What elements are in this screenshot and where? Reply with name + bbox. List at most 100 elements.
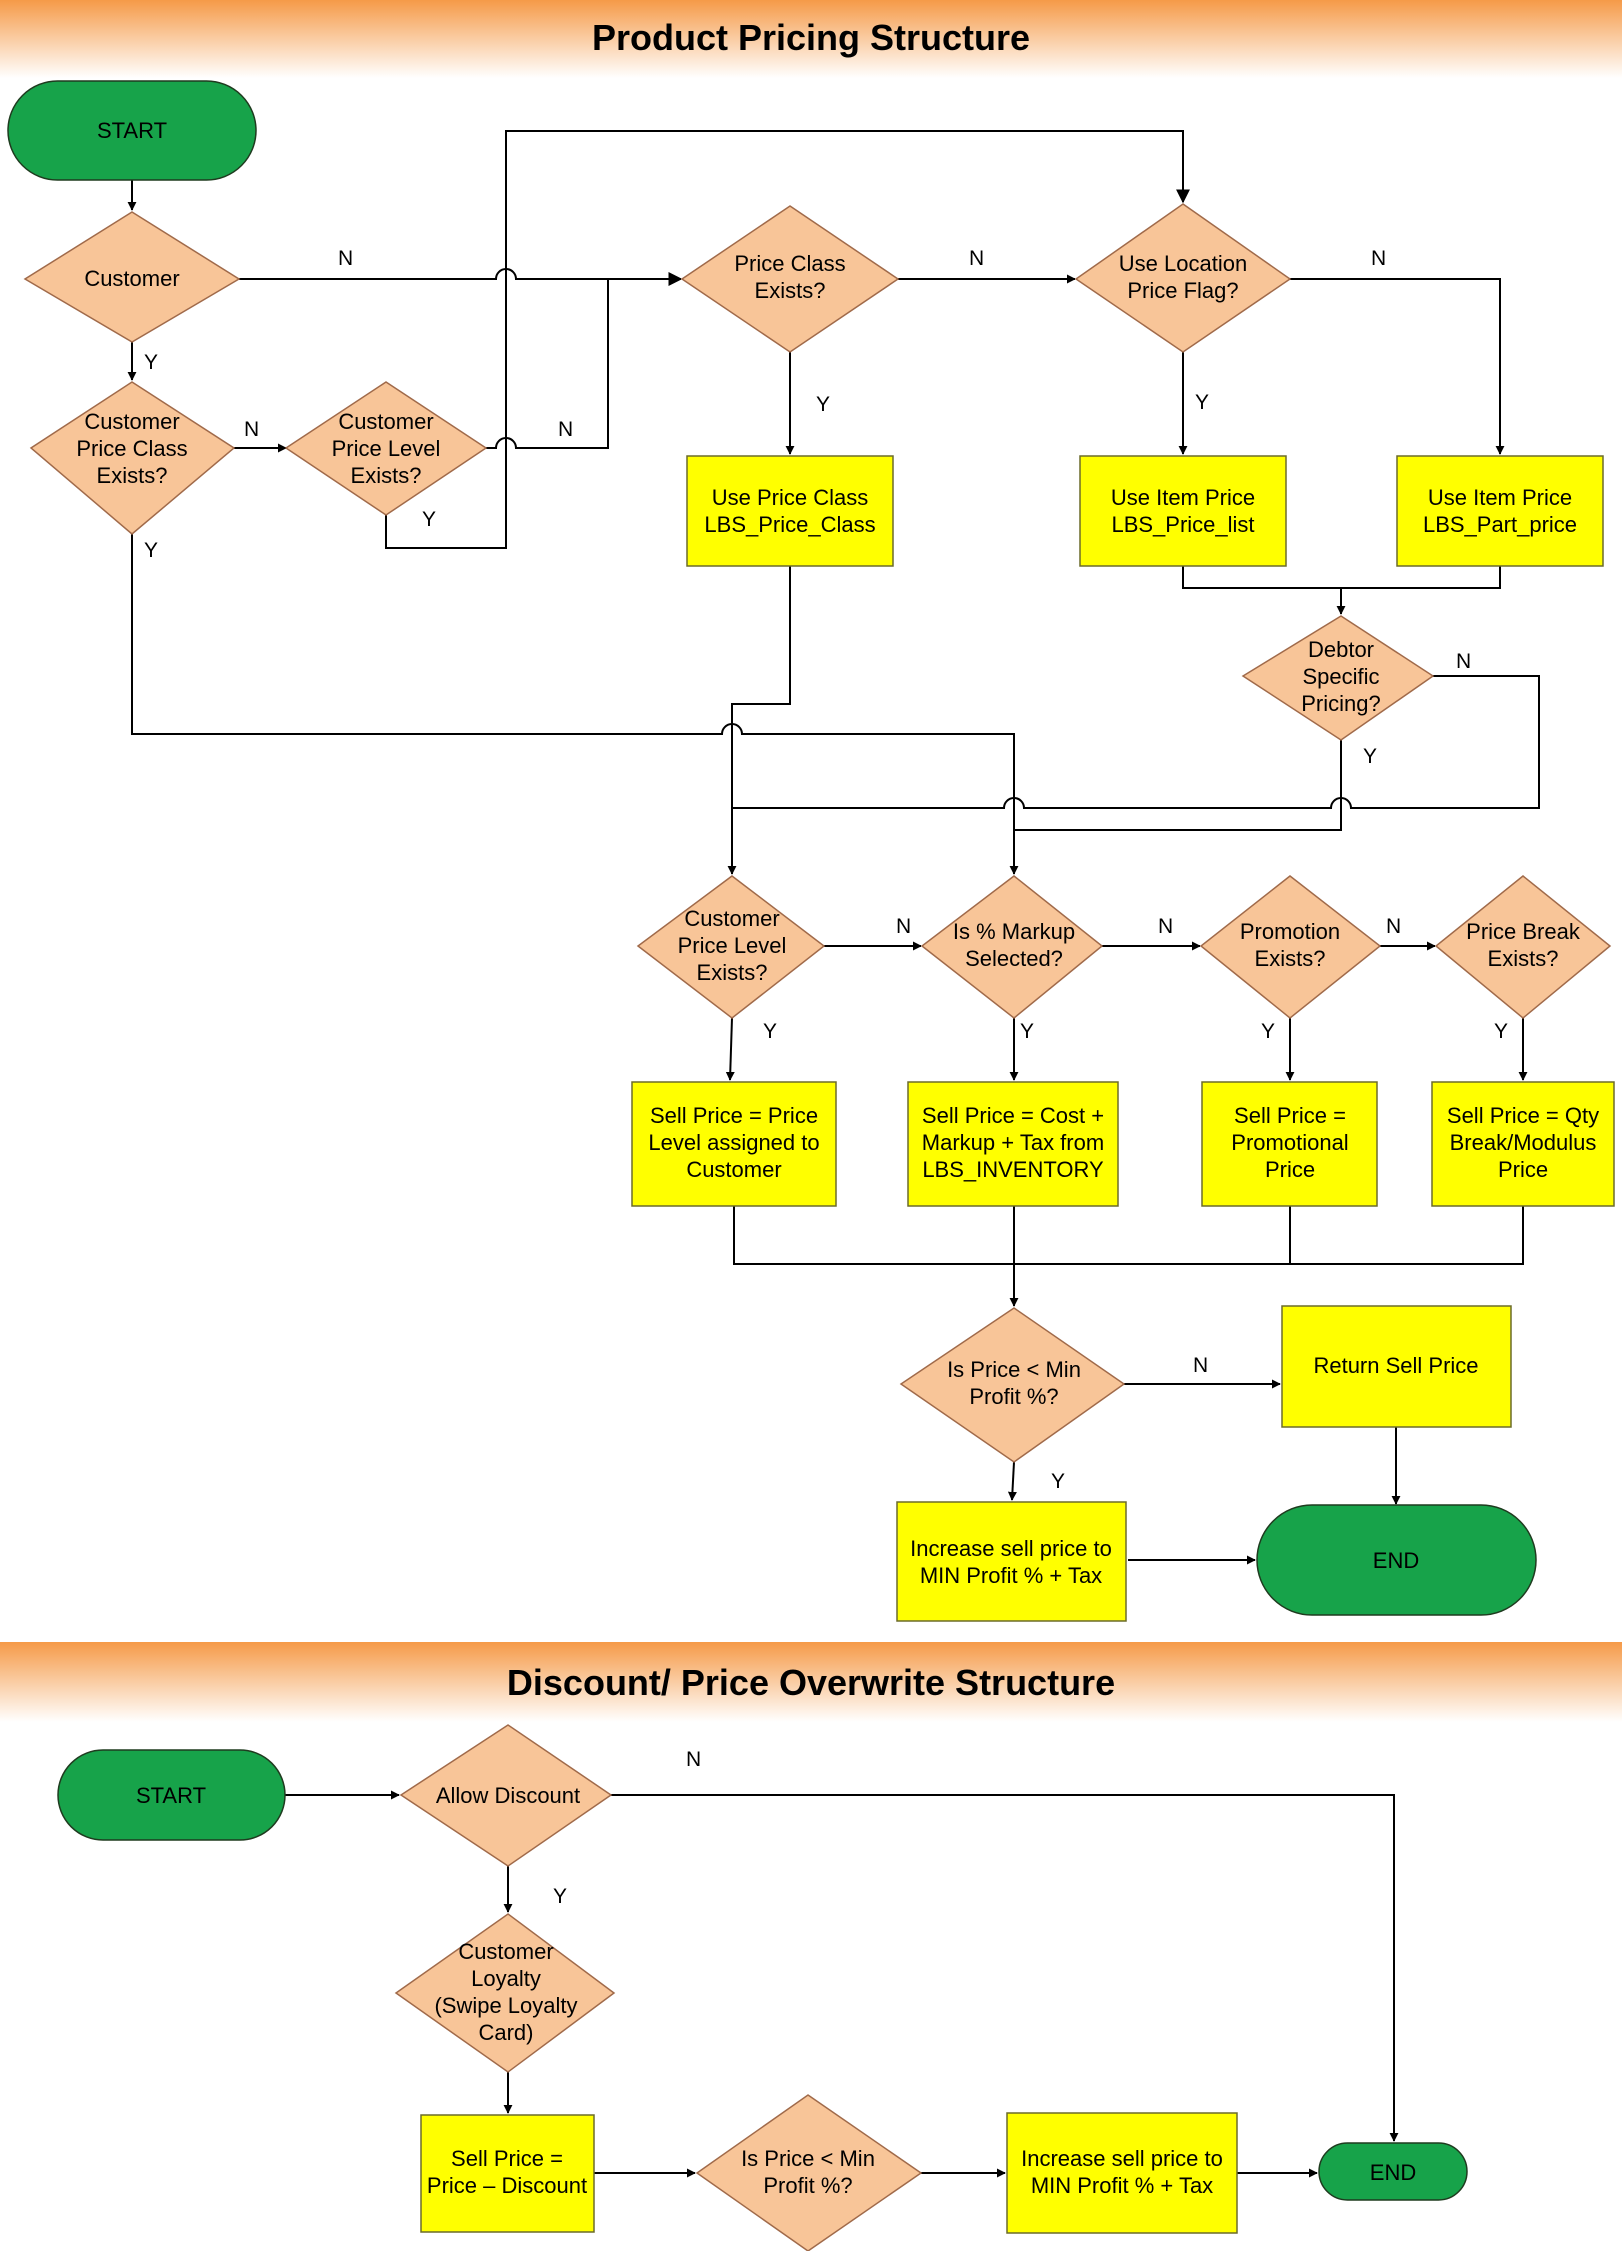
svg-text:Exists?: Exists? bbox=[1488, 946, 1559, 971]
svg-text:Increase sell price to: Increase sell price to bbox=[1021, 2146, 1223, 2171]
svg-text:Markup + Tax from: Markup + Tax from bbox=[922, 1130, 1104, 1155]
return-sell-price-process: Return Sell Price bbox=[1281, 1305, 1512, 1428]
markup-selected-decision: Is % Markup Selected? bbox=[920, 875, 1104, 1019]
svg-text:Price: Price bbox=[1265, 1157, 1315, 1182]
svg-text:Is Price < Min: Is Price < Min bbox=[741, 2146, 875, 2171]
section1-header-bar bbox=[0, 0, 1622, 78]
discount-min-profit-decision: Is Price < Min Profit %? bbox=[695, 2094, 923, 2251]
svg-text:MIN Profit % + Tax: MIN Profit % + Tax bbox=[920, 1563, 1102, 1588]
discount-increase-process: Increase sell price to MIN Profit % + Ta… bbox=[1006, 2112, 1238, 2234]
svg-text:START: START bbox=[97, 118, 167, 143]
promotion-exists-decision: Promotion Exists? bbox=[1199, 875, 1382, 1019]
svg-text:Y: Y bbox=[422, 508, 436, 531]
svg-text:Price Flag?: Price Flag? bbox=[1127, 278, 1238, 303]
allow-discount-decision: Allow Discount bbox=[399, 1724, 613, 1867]
svg-text:Increase sell price to: Increase sell price to bbox=[910, 1536, 1112, 1561]
svg-text:Pricing?: Pricing? bbox=[1301, 691, 1380, 716]
sell-price-markup-process: Sell Price = Cost + Markup + Tax from LB… bbox=[907, 1081, 1119, 1207]
svg-text:Profit %?: Profit %? bbox=[763, 2173, 852, 2198]
svg-text:Sell Price =: Sell Price = bbox=[1234, 1103, 1346, 1128]
customer-decision: Customer bbox=[23, 211, 241, 343]
svg-text:Exists?: Exists? bbox=[755, 278, 826, 303]
svg-text:Y: Y bbox=[816, 393, 830, 416]
svg-text:Y: Y bbox=[1261, 1020, 1275, 1043]
svg-text:Price Class: Price Class bbox=[76, 436, 187, 461]
min-profit-decision: Is Price < Min Profit %? bbox=[899, 1307, 1126, 1463]
start-terminal: START bbox=[7, 80, 257, 181]
svg-text:Price Level: Price Level bbox=[678, 933, 787, 958]
svg-text:Use Location: Use Location bbox=[1119, 251, 1247, 276]
sell-price-promotional-process: Sell Price = Promotional Price bbox=[1201, 1081, 1378, 1207]
svg-text:Price Class: Price Class bbox=[734, 251, 845, 276]
debtor-specific-pricing-decision: Debtor Specific Pricing? bbox=[1241, 615, 1435, 741]
svg-text:Y: Y bbox=[553, 1885, 567, 1908]
svg-text:Customer: Customer bbox=[338, 409, 433, 434]
svg-text:N: N bbox=[1386, 915, 1401, 938]
customer-loyalty-decision: Customer Loyalty (Swipe Loyalty Card) bbox=[394, 1913, 616, 2073]
end-terminal: END bbox=[1256, 1504, 1537, 1616]
svg-text:N: N bbox=[896, 915, 911, 938]
section2-title: Discount/ Price Overwrite Structure bbox=[507, 1662, 1115, 1703]
section2-branch-labels: N Y bbox=[553, 1748, 701, 1908]
svg-text:Customer: Customer bbox=[84, 409, 179, 434]
svg-text:Allow Discount: Allow Discount bbox=[436, 1783, 580, 1808]
svg-text:MIN Profit % + Tax: MIN Profit % + Tax bbox=[1031, 2173, 1213, 2198]
customer-price-class-exists-decision: Customer Price Class Exists? bbox=[29, 381, 236, 535]
svg-text:Use Price Class: Use Price Class bbox=[712, 485, 868, 510]
customer-price-level-exists-decision-top: Customer Price Level Exists? bbox=[284, 381, 488, 516]
section2-header-bar bbox=[0, 1642, 1622, 1722]
svg-text:Card): Card) bbox=[478, 2020, 533, 2045]
svg-text:Y: Y bbox=[1494, 1020, 1508, 1043]
svg-text:Is Price < Min: Is Price < Min bbox=[947, 1357, 1081, 1382]
svg-text:Price Level: Price Level bbox=[332, 436, 441, 461]
svg-text:Y: Y bbox=[1051, 1470, 1065, 1493]
svg-text:Selected?: Selected? bbox=[965, 946, 1063, 971]
svg-text:N: N bbox=[969, 247, 984, 270]
svg-text:Sell Price =: Sell Price = bbox=[451, 2146, 563, 2171]
section1-title: Product Pricing Structure bbox=[592, 17, 1030, 58]
customer-price-level-exists-decision: Customer Price Level Exists? bbox=[636, 875, 826, 1019]
svg-text:END: END bbox=[1373, 1548, 1419, 1573]
svg-text:Price Break: Price Break bbox=[1466, 919, 1581, 944]
sell-price-discount-process: Sell Price = Price – Discount bbox=[420, 2114, 595, 2233]
svg-text:Exists?: Exists? bbox=[1255, 946, 1326, 971]
svg-text:Is % Markup: Is % Markup bbox=[953, 919, 1075, 944]
svg-text:Debtor: Debtor bbox=[1308, 637, 1374, 662]
svg-text:Specific: Specific bbox=[1302, 664, 1379, 689]
svg-text:N: N bbox=[338, 247, 353, 270]
svg-text:LBS_Price_Class: LBS_Price_Class bbox=[704, 512, 875, 537]
svg-text:Profit %?: Profit %? bbox=[969, 1384, 1058, 1409]
svg-text:Customer: Customer bbox=[84, 266, 179, 291]
svg-text:Loyalty: Loyalty bbox=[471, 1966, 541, 1991]
svg-text:(Swipe Loyalty: (Swipe Loyalty bbox=[434, 1993, 577, 2018]
svg-text:Use Item Price: Use Item Price bbox=[1111, 485, 1255, 510]
section1-connectors bbox=[127, 130, 1540, 1565]
svg-text:Use Item Price: Use Item Price bbox=[1428, 485, 1572, 510]
discount-start-terminal: START bbox=[57, 1749, 286, 1841]
svg-text:N: N bbox=[1371, 247, 1386, 270]
svg-text:Sell Price = Price: Sell Price = Price bbox=[650, 1103, 818, 1128]
svg-text:Exists?: Exists? bbox=[351, 463, 422, 488]
increase-sell-price-process: Increase sell price to MIN Profit % + Ta… bbox=[896, 1501, 1127, 1622]
price-class-exists-decision: Price Class Exists? bbox=[680, 205, 900, 353]
sell-price-qty-break-process: Sell Price = Qty Break/Modulus Price bbox=[1431, 1081, 1615, 1207]
svg-text:Promotion: Promotion bbox=[1240, 919, 1340, 944]
svg-text:Customer: Customer bbox=[458, 1939, 553, 1964]
svg-text:END: END bbox=[1370, 2160, 1416, 2185]
svg-text:Y: Y bbox=[1195, 391, 1209, 414]
svg-text:N: N bbox=[686, 1748, 701, 1771]
svg-text:Promotional: Promotional bbox=[1231, 1130, 1348, 1155]
svg-text:Y: Y bbox=[763, 1020, 777, 1043]
svg-text:Exists?: Exists? bbox=[697, 960, 768, 985]
svg-text:Y: Y bbox=[144, 351, 158, 374]
svg-text:Y: Y bbox=[1020, 1020, 1034, 1043]
svg-text:N: N bbox=[244, 418, 259, 441]
svg-text:Return Sell Price: Return Sell Price bbox=[1313, 1353, 1478, 1378]
svg-text:Sell Price = Cost +: Sell Price = Cost + bbox=[922, 1103, 1104, 1128]
svg-text:LBS_Part_price: LBS_Part_price bbox=[1423, 512, 1577, 537]
section2-connectors bbox=[285, 1790, 1399, 2178]
use-location-price-flag-decision: Use Location Price Flag? bbox=[1074, 203, 1292, 353]
price-break-exists-decision: Price Break Exists? bbox=[1434, 875, 1612, 1019]
use-price-class-process: Use Price Class LBS_Price_Class bbox=[686, 455, 894, 567]
